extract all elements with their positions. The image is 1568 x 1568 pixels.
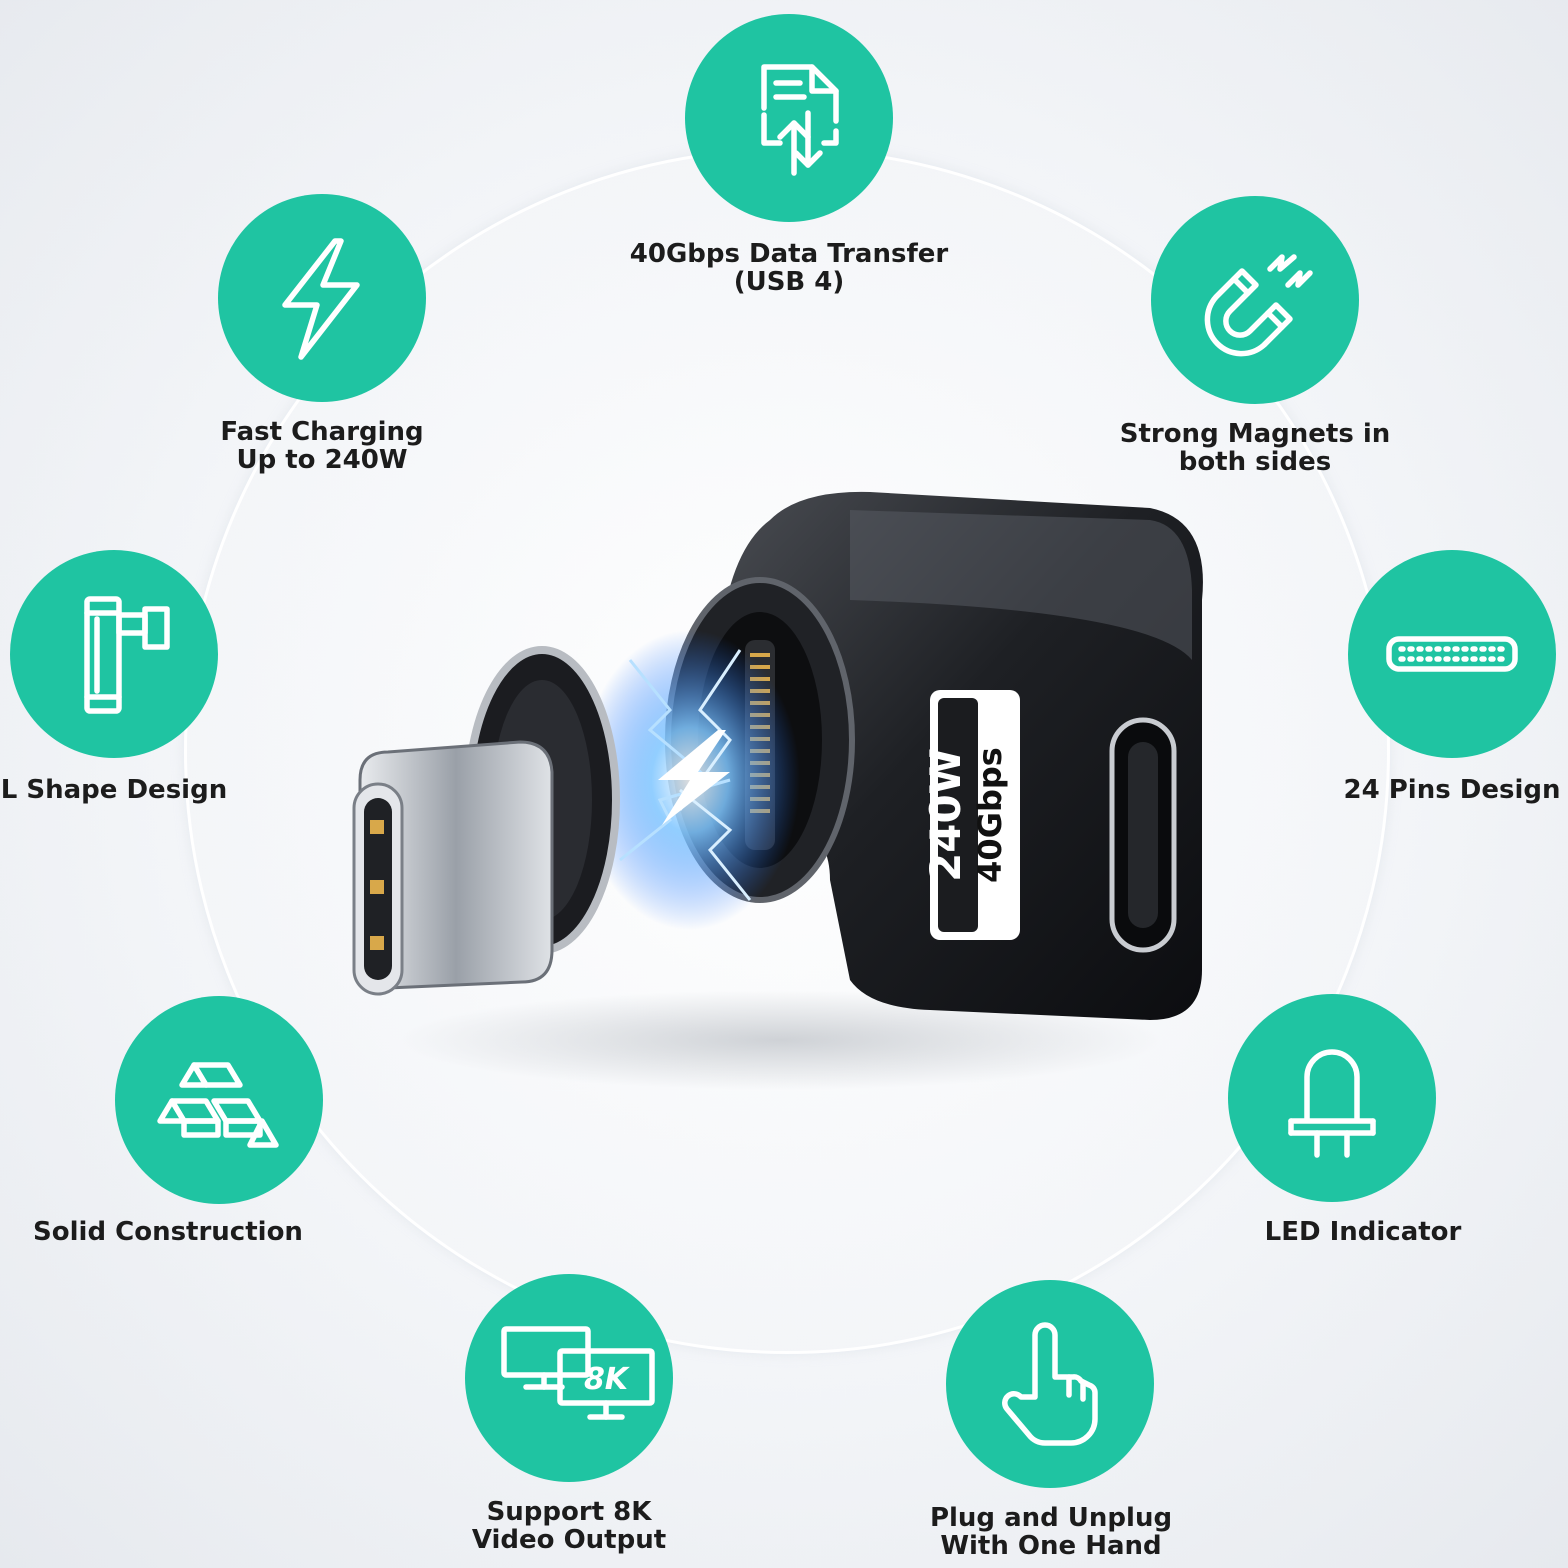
gold-bars-icon	[115, 996, 323, 1204]
feature-label-line: Video Output	[471, 1525, 667, 1555]
power-rating-text: 240W	[921, 748, 970, 882]
feature-label-line: 40Gbps Data Transfer	[629, 239, 949, 269]
feature-label-line: LED Indicator	[1264, 1217, 1462, 1247]
feature-label-line: (USB 4)	[733, 267, 845, 297]
feature-label-line: Plug and Unplug	[929, 1503, 1173, 1533]
electric-spark	[580, 630, 800, 930]
feature-label-line: Solid Construction	[33, 1217, 303, 1247]
product-shadow	[400, 990, 1160, 1090]
pins-connector-icon	[1348, 550, 1556, 758]
spark-bolt-icon	[658, 730, 730, 825]
feature-label-line: Fast Charging	[220, 417, 424, 447]
feature-label-line: 24 Pins Design	[1343, 775, 1561, 805]
icon-8k-text: 8K	[584, 1362, 631, 1397]
feature-label-line: With One Hand	[940, 1531, 1162, 1561]
feature-label-line: Up to 240W	[236, 445, 408, 475]
magnetic-plug	[352, 646, 620, 996]
l-shape-connector-icon	[10, 550, 218, 758]
lightning-bolt-icon	[218, 194, 426, 402]
magnet-icon	[1151, 196, 1359, 404]
led-bulb-icon	[1228, 994, 1436, 1202]
document-transfer-icon	[685, 14, 893, 222]
magnetic-adapter-illustration: 240W 40Gbps	[352, 491, 1203, 1090]
pointing-hand-icon	[946, 1280, 1154, 1488]
feature-label-line: both sides	[1178, 447, 1332, 477]
speed-rating-text: 40Gbps	[971, 747, 1009, 883]
feature-label-line: L Shape Design	[0, 775, 228, 805]
feature-label-line: Strong Magnets in	[1119, 419, 1391, 449]
feature-label-line: Support 8K	[486, 1497, 652, 1527]
monitor-8k-icon: 8K	[465, 1274, 673, 1482]
